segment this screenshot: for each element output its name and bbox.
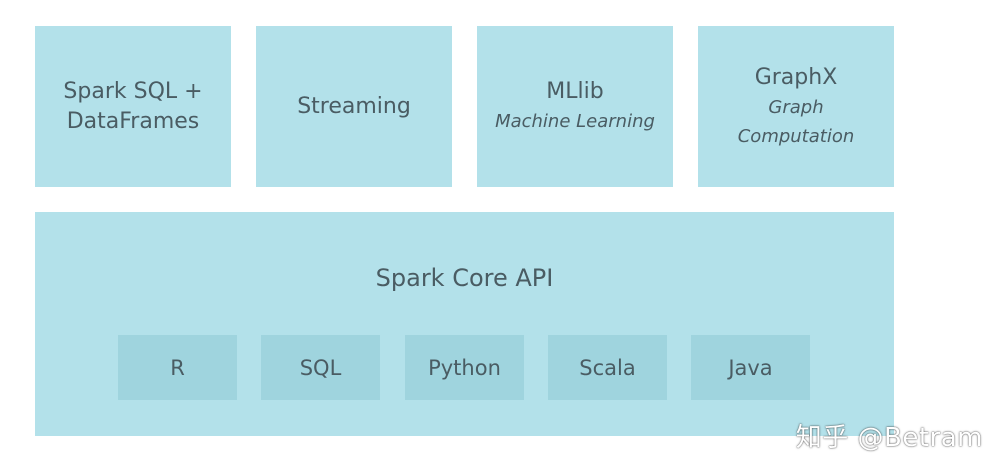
streaming-box: Streaming	[256, 26, 452, 187]
graphx-subtitle-line1: Graph	[768, 96, 824, 118]
dataframes-title: DataFrames	[66, 108, 200, 134]
mllib-box: MLlib Machine Learning	[477, 26, 673, 187]
graphx-box: GraphX Graph Computation	[698, 26, 894, 187]
watermark: 知乎 @Betram	[795, 423, 983, 453]
mllib-subtitle: Machine Learning	[495, 111, 655, 132]
language-scala-box: Scala	[548, 335, 667, 400]
spark-sql-dataframes-box: Spark SQL + DataFrames	[35, 26, 231, 187]
spark-sql-title: Spark SQL +	[63, 78, 203, 104]
spark-core-api-title: Spark Core API	[375, 264, 554, 292]
language-python-box: Python	[405, 335, 524, 400]
streaming-title: Streaming	[297, 93, 411, 119]
spark-core-api-box: Spark Core API R SQL Python Scala Java	[35, 212, 894, 436]
graphx-title: GraphX	[754, 64, 838, 90]
language-sql-box: SQL	[261, 335, 380, 400]
language-java-box: Java	[691, 335, 810, 400]
mllib-title: MLlib	[546, 79, 604, 104]
language-r-box: R	[118, 335, 237, 400]
graphx-subtitle-line2: Computation	[737, 125, 855, 147]
